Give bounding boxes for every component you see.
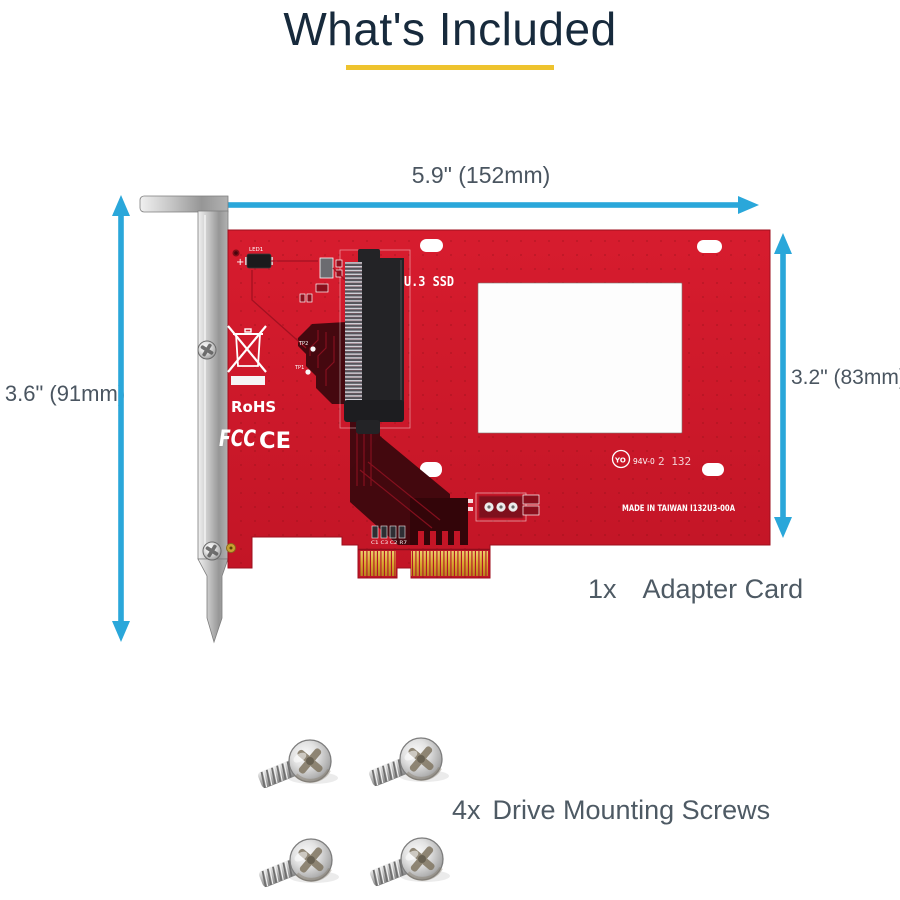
led-ref-label: LED1 <box>249 247 263 253</box>
fcc-logo: FCC <box>219 427 256 452</box>
jumper-header <box>468 492 540 522</box>
adapter-card: U.3 SSD LED1 + - <box>219 229 771 579</box>
item-name: Adapter Card <box>642 574 804 604</box>
page-title: What's Included <box>283 3 617 55</box>
u2-drive-connector <box>339 249 411 434</box>
dimension-arrow-width <box>193 196 759 214</box>
tp2-label: TP2 <box>298 341 308 347</box>
card-cutouts <box>420 239 724 477</box>
ul-logo-text: YO <box>614 457 626 465</box>
silkscreen-bar <box>231 376 265 385</box>
item-qty: 4x <box>452 795 481 825</box>
page-header: What's Included <box>0 2 900 70</box>
component-refs-label: C1 C3 C2 R7 <box>371 540 407 546</box>
dimension-arrow-bracket-height <box>112 195 130 642</box>
dark-trace-region <box>298 322 468 545</box>
item-qty: 1x <box>588 574 617 604</box>
capacitor-cluster: C1 C3 C2 R7 <box>371 525 407 546</box>
dimension-width-label: 5.9" (152mm) <box>411 162 551 188</box>
weee-icon <box>227 325 267 373</box>
ul-rating-text: 94V-0 <box>633 457 655 466</box>
tp1-label: TP1 <box>294 365 304 371</box>
led-plus-label: + <box>236 257 244 268</box>
mounting-screw-4 <box>366 835 452 890</box>
small-components <box>299 257 343 303</box>
pcie-edge-connector <box>358 548 490 576</box>
date-code-text: 2 132 <box>658 455 691 468</box>
mounting-screw-1 <box>254 737 340 792</box>
ul-mark: YO 94V-0 2 132 <box>611 449 691 469</box>
mounting-screw-2 <box>365 735 451 790</box>
dimension-arrow-card-height <box>774 233 792 538</box>
rohs-label: RoHS <box>231 398 276 416</box>
ce-logo: CE <box>259 429 291 454</box>
connector-silkscreen-label: U.3 SSD <box>404 275 454 290</box>
test-points: TP2 TP1 <box>294 341 316 375</box>
item-name: Drive Mounting Screws <box>492 795 771 825</box>
title-underline <box>346 65 554 70</box>
origin-label: MADE IN TAIWAN I132U3-00A <box>622 504 735 514</box>
pci-bracket <box>139 195 229 644</box>
mounting-screw-3 <box>255 836 341 891</box>
item-label-mounting-screws: 4x Drive Mounting Screws <box>452 795 770 826</box>
dimension-bracket-height-label: 3.6" (91mm) <box>4 381 126 406</box>
dimension-card-height-label: 3.2" (83mm) <box>791 366 900 389</box>
item-label-adapter-card: 1x Adapter Card <box>588 574 803 605</box>
blank-drive-label <box>477 282 683 434</box>
signal-traces <box>251 260 346 349</box>
